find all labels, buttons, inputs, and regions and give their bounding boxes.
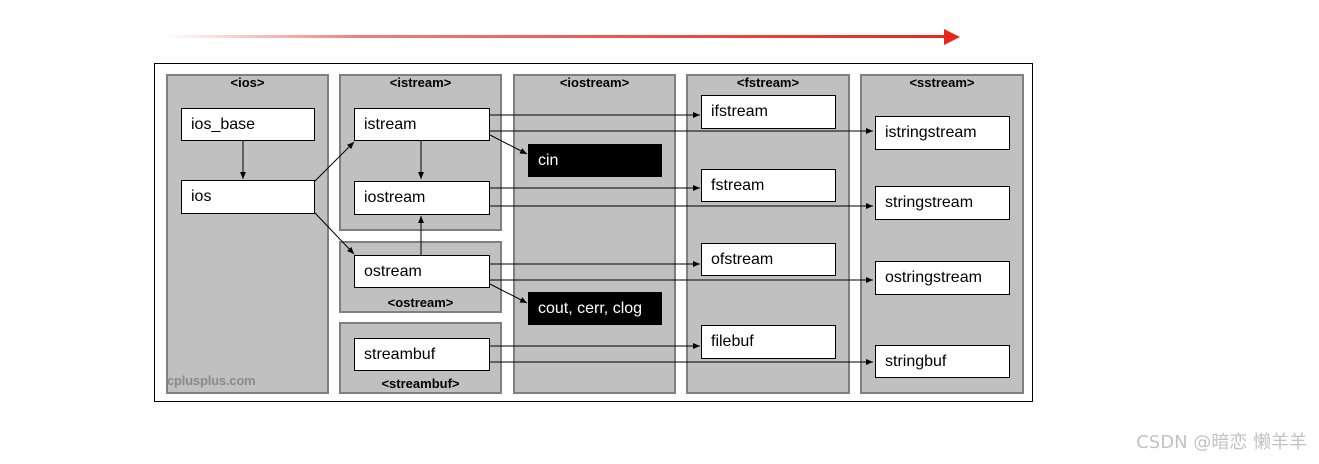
- edge-ios-istream: [314, 141, 355, 182]
- edge-ios-ostream: [314, 212, 355, 255]
- credit-text: CSDN @暗恋 懒羊羊: [1136, 432, 1307, 453]
- watermark: cplusplus.com: [167, 373, 256, 388]
- header-ostream: <ostream>: [387, 295, 454, 310]
- header-ios: <ios>: [230, 75, 265, 90]
- header-iostream: <iostream>: [559, 75, 630, 90]
- class-ios-base: ios_base: [181, 108, 315, 141]
- class-stringbuf: stringbuf: [875, 345, 1010, 378]
- class-istringstream: istringstream: [875, 116, 1010, 150]
- class-filebuf: filebuf: [701, 325, 836, 359]
- class-fstream: fstream: [701, 169, 836, 202]
- class-ofstream: ofstream: [701, 243, 836, 276]
- red-arrow: [165, 29, 960, 45]
- class-stringstream: stringstream: [875, 186, 1010, 220]
- group-iostream: [513, 74, 676, 394]
- edge-ostream-cout: [489, 283, 528, 304]
- header-streambuf: <streambuf>: [381, 376, 460, 391]
- class-istream: istream: [354, 108, 490, 141]
- class-streambuf: streambuf: [354, 338, 490, 371]
- class-ifstream: ifstream: [701, 95, 836, 129]
- edge-istream-cin: [489, 134, 528, 155]
- class-iostream: iostream: [354, 181, 490, 215]
- class-ios: ios: [181, 180, 315, 214]
- object-cout-cerr-clog: cout, cerr, clog: [528, 292, 662, 325]
- header-fstream: <fstream>: [736, 75, 800, 90]
- header-sstream: <sstream>: [909, 75, 975, 90]
- class-ostream: ostream: [354, 255, 490, 288]
- class-ostringstream: ostringstream: [875, 261, 1010, 295]
- header-istream: <istream>: [389, 75, 452, 90]
- object-cin: cin: [528, 144, 662, 177]
